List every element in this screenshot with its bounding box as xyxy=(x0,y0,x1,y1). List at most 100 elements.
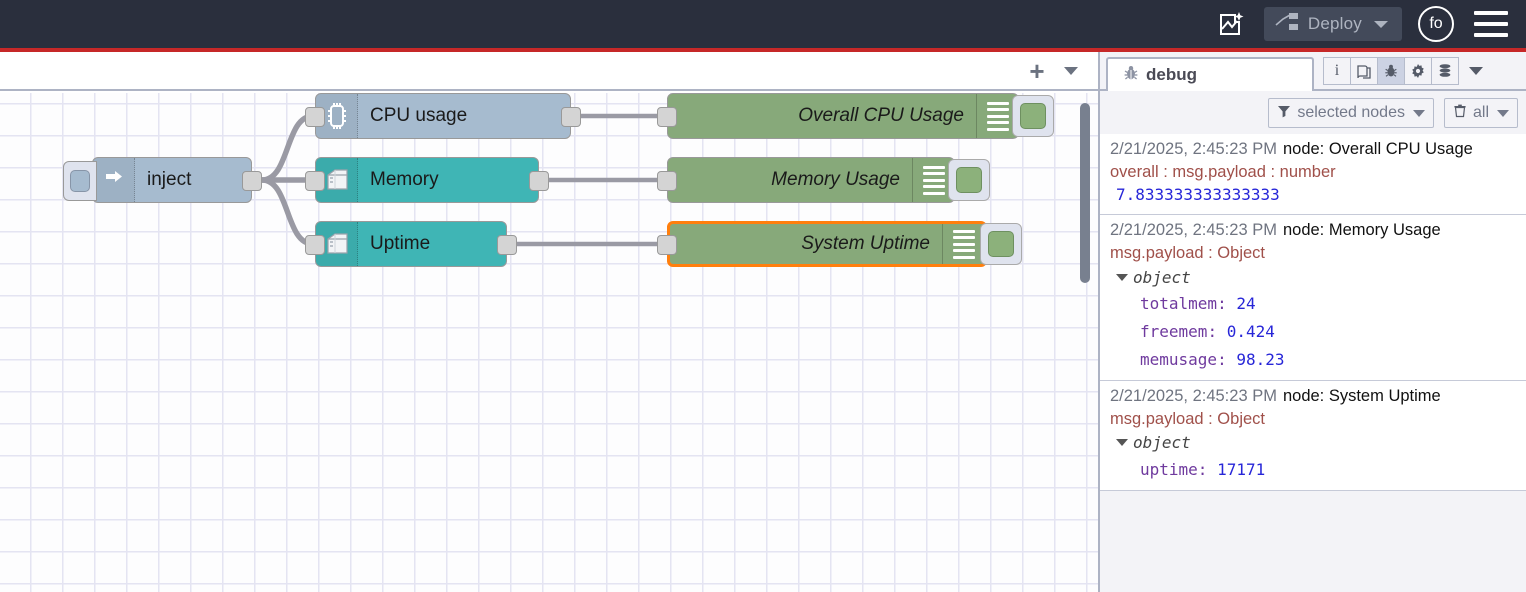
deploy-icon xyxy=(1274,11,1300,38)
input-port[interactable] xyxy=(305,235,325,255)
debug-message[interactable]: 2/21/2025, 2:45:23 PM node: Overall CPU U… xyxy=(1100,134,1526,216)
debug-lines-icon xyxy=(976,94,1018,138)
plus-icon[interactable]: + xyxy=(1029,55,1045,86)
node-overall-cpu-usage[interactable]: Overall CPU Usage xyxy=(657,93,1054,139)
tab-debug-label: debug xyxy=(1146,65,1197,84)
input-port[interactable] xyxy=(657,107,677,127)
node-memory-usage[interactable]: Memory Usage xyxy=(657,157,990,203)
debug-property-key: uptime xyxy=(1140,460,1198,480)
debug-property: totalmem: 24 xyxy=(1140,294,1256,314)
clear-messages-label: all xyxy=(1472,104,1489,121)
debug-object-label: object xyxy=(1133,267,1191,287)
tab-debug[interactable]: debug xyxy=(1106,57,1314,91)
debug-topic: msg.payload : Object xyxy=(1110,244,1265,263)
input-port[interactable] xyxy=(305,171,325,191)
node-memory[interactable]: Memory xyxy=(305,157,549,203)
debug-property: memusage: 98.23 xyxy=(1140,350,1285,370)
node-label: Memory Usage xyxy=(771,169,900,190)
debug-property-key: memusage xyxy=(1140,350,1218,370)
filter-nodes-button[interactable]: selected nodes xyxy=(1268,98,1434,128)
debug-toggle-button[interactable] xyxy=(980,223,1022,265)
node-uptime[interactable]: Uptime xyxy=(305,221,517,267)
debug-toggle-button[interactable] xyxy=(948,159,990,201)
deploy-button[interactable]: Deploy xyxy=(1263,7,1402,41)
input-port[interactable] xyxy=(657,171,677,191)
debug-toggle-button[interactable] xyxy=(1012,95,1054,137)
expand-twisty-icon[interactable] xyxy=(1116,273,1128,281)
debug-timestamp: 2/21/2025, 2:45:23 PM xyxy=(1110,140,1277,158)
chevron-down-icon[interactable] xyxy=(1054,56,1088,86)
output-port[interactable] xyxy=(242,171,262,191)
debug-property-value: 17171 xyxy=(1217,460,1266,480)
input-port[interactable] xyxy=(305,107,325,127)
node-inject[interactable]: inject xyxy=(63,157,262,203)
debug-property-value: 24 xyxy=(1236,294,1256,314)
debug-topic: msg.payload : Object xyxy=(1110,410,1265,429)
hamburger-menu-icon[interactable] xyxy=(1474,11,1508,37)
debug-object-label: object xyxy=(1133,433,1191,453)
arrow-right-icon xyxy=(93,158,135,202)
chevron-down-icon[interactable] xyxy=(1374,20,1388,28)
debug-timestamp: 2/21/2025, 2:45:23 PM xyxy=(1110,221,1277,240)
header-accent-line xyxy=(0,48,1526,52)
debug-property: uptime: 17171 xyxy=(1140,460,1266,480)
clear-messages-button[interactable]: all xyxy=(1443,98,1518,128)
debug-timestamp: 2/21/2025, 2:45:23 PM xyxy=(1110,387,1277,406)
canvas-scroll-thumb[interactable] xyxy=(1080,103,1090,283)
debug-topic: overall : msg.payload : number xyxy=(1110,162,1336,181)
gear-icon[interactable] xyxy=(1404,57,1432,85)
debug-source-node[interactable]: node: Overall CPU Usage xyxy=(1282,140,1473,158)
inject-trigger-button[interactable] xyxy=(63,161,97,201)
node-system-uptime[interactable]: System Uptime xyxy=(657,221,1022,267)
debug-scrollbar[interactable] xyxy=(1516,134,1525,590)
workspace: + xyxy=(0,52,1098,592)
ai-flow-icon[interactable] xyxy=(1212,7,1252,41)
debug-value: 7.833333333333333 xyxy=(1116,185,1280,205)
filter-nodes-label: selected nodes xyxy=(1297,104,1405,121)
database-icon[interactable] xyxy=(1431,57,1459,85)
node-label: Uptime xyxy=(370,233,431,254)
canvas-scrollbar[interactable] xyxy=(1080,93,1090,592)
debug-message-list[interactable]: 2/21/2025, 2:45:23 PM node: Overall CPU U… xyxy=(1100,134,1526,590)
node-label: System Uptime xyxy=(801,233,930,254)
node-cpu-usage[interactable]: CPU usage xyxy=(305,93,581,139)
debug-property: freemem: 0.424 xyxy=(1140,322,1275,342)
expand-twisty-icon[interactable] xyxy=(1116,439,1128,447)
node-label: inject xyxy=(147,169,192,190)
debug-lines-icon xyxy=(942,224,984,264)
chevron-down-icon[interactable] xyxy=(1497,109,1509,117)
output-port[interactable] xyxy=(561,107,581,127)
node-label: Overall CPU Usage xyxy=(798,105,964,126)
flow-tab-bar: + xyxy=(0,52,1098,91)
node-label: CPU usage xyxy=(370,105,468,126)
trash-icon xyxy=(1453,104,1467,123)
avatar-initials: fo xyxy=(1429,15,1443,32)
sidebar-tab-row: debug i xyxy=(1100,52,1526,91)
flow-canvas[interactable]: inject CPU usage xyxy=(0,93,1098,592)
info-icon[interactable]: i xyxy=(1323,57,1351,85)
debug-message[interactable]: 2/21/2025, 2:45:23 PM node: System Uptime… xyxy=(1100,381,1526,492)
debug-source-node[interactable]: node: Memory Usage xyxy=(1282,221,1441,240)
deploy-label: Deploy xyxy=(1307,14,1362,33)
output-port[interactable] xyxy=(497,235,517,255)
input-port[interactable] xyxy=(657,235,677,255)
avatar[interactable]: fo xyxy=(1418,6,1454,42)
debug-object-header[interactable]: object xyxy=(1110,265,1518,291)
chevron-down-icon[interactable] xyxy=(1469,67,1483,75)
sidebar-tool-buttons: i xyxy=(1323,57,1483,85)
bug-icon[interactable] xyxy=(1377,57,1405,85)
debug-filter-row: selected nodes all xyxy=(1100,93,1526,133)
bug-icon xyxy=(1122,64,1140,87)
debug-property-key: freemem xyxy=(1140,322,1208,342)
funnel-icon xyxy=(1277,104,1291,123)
book-icon[interactable] xyxy=(1350,57,1378,85)
cpu-chip-icon xyxy=(316,94,358,138)
chevron-down-icon[interactable] xyxy=(1412,109,1425,117)
debug-source-node[interactable]: node: System Uptime xyxy=(1282,387,1441,406)
debug-property-key: totalmem xyxy=(1140,294,1218,314)
debug-object-header[interactable]: object xyxy=(1110,430,1518,456)
output-port[interactable] xyxy=(529,171,549,191)
app-header: Deploy fo xyxy=(0,0,1526,48)
node-label: Memory xyxy=(370,169,439,190)
